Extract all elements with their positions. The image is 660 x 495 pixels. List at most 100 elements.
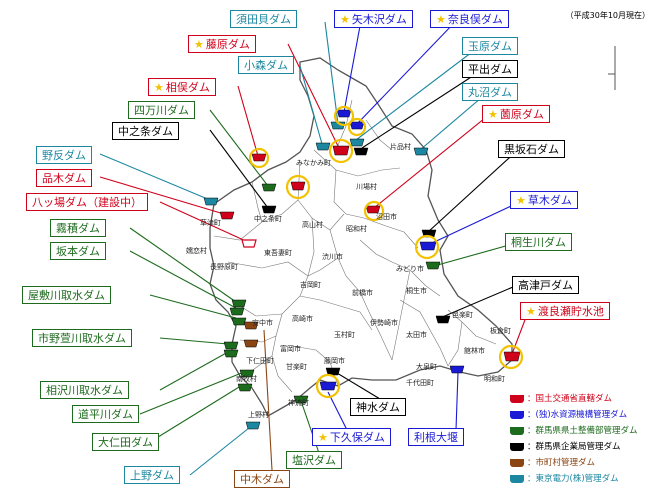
label-tamahara: 玉原ダム [462,37,518,55]
legend-swatch [510,458,524,467]
label-aizawagawa: 相沢川取水ダム [40,381,129,399]
label-takatsudo: 高津戸ダム [512,276,579,294]
label-kuroiwaishi: 黒坂石ダム [498,140,565,158]
label-shimantogawa: 四万川ダム [128,101,195,119]
legend-swatch [510,474,524,483]
label-marunuma: 丸沼ダム [462,83,518,101]
hiraide-marker [353,147,369,156]
fujiwara-marker [332,145,350,156]
muni-shibukawa: 渋川市 [322,253,343,261]
label-noritori: 野反ダム [36,146,92,164]
label-ojida: 大仁田ダム [92,433,159,451]
muni-kusatsu: 草津町 [200,219,221,227]
aimata-marker-2 [290,181,306,191]
sonohara-marker [365,205,381,214]
star-icon: ★ [488,108,498,121]
label-ueno: 上野ダム [124,466,180,484]
muni-isesaki: 伊勢崎市 [370,319,398,327]
takatsudo-marker [435,315,451,324]
label-sakamoto: 坂本ダム [50,242,106,260]
muni-ota: 太田市 [406,331,427,339]
naramata-marker [349,121,365,130]
muni-maebashi: 前橋市 [352,289,373,297]
legend-swatch [510,394,524,403]
ojida-marker [237,383,253,392]
muni-oizumi: 大泉町 [416,363,437,371]
label-watarase: ★渡良瀬貯水池 [520,302,610,320]
komori-marker [315,142,331,151]
label-michihiragawa: 道平川ダム [72,405,139,423]
legend-row-tepco: ：東京電力(株)管理ダム [510,471,658,487]
legend-swatch [510,410,524,419]
nakagi-marker [243,321,259,330]
sakamoto-marker [229,307,245,316]
noritori-marker [203,197,219,206]
muni-tsumagoi: 嬬恋村 [186,247,207,255]
label-sudagai: 須田貝ダム [230,10,297,28]
label-nakagi: 中木ダム [234,470,290,488]
date-note: （平成30年10月現在） [565,11,650,20]
muni-nanmoku: 南牧村 [236,375,257,383]
muni-minakami: みなかみ町 [296,159,331,167]
shimantogawa-marker [261,183,277,192]
nakanojo-marker [261,205,277,214]
label-hiraide: 平出ダム [462,60,518,78]
muni-takayama: 高山村 [302,221,323,229]
label-kusaki: ★草木ダム [510,191,578,209]
legend-swatch [510,426,524,435]
yanba-marker [241,239,257,248]
muni-takasaki: 高崎市 [292,315,313,323]
michihiragawa-marker [239,369,255,378]
kusaki-marker [419,241,437,251]
label-shiozawa: 塩沢ダム [286,451,342,469]
muni-ora: 邑楽町 [452,311,473,319]
north-arrow [608,46,616,90]
legend-row-municipal: ：市町村管理ダム [510,455,658,471]
muni-yoshioka: 吉岡町 [300,281,321,289]
muni-kanra: 甘楽町 [286,363,307,371]
star-icon: ★ [340,13,350,26]
muni-numata: 沼田市 [376,213,397,221]
muni-kawaba: 川場村 [356,183,377,191]
label-yashikigawa: 屋敷川取水ダム [22,286,111,304]
leader-lines [99,21,529,476]
muni-higashiagatsuma: 東吾妻町 [264,249,292,257]
star-icon: ★ [194,38,204,51]
kiryugawa-marker [425,261,441,270]
label-shinaki: 品木ダム [36,169,92,187]
label-aimata: ★相俣ダム [148,78,216,96]
muni-kamikawa: 神流町 [288,399,309,407]
star-icon: ★ [436,13,446,26]
label-tonedaiseki: 利根大堰 [408,428,464,446]
yagisawa-marker [336,109,352,118]
muni-naganohara: 長野原町 [210,263,238,271]
label-ichinosekawa: 市野萱川取水ダム [32,329,132,347]
shimokubo-marker [319,381,337,391]
legend-row-pref-enterprise: ：群馬県企業局管理ダム [510,439,658,455]
legend: ：国土交通省直轄ダム ：(独)水資源機構管理ダム ：群馬県県土整備部管理ダム ：… [510,391,658,487]
muni-tamamura: 玉村町 [334,331,355,339]
muni-itakura: 板倉町 [490,327,511,335]
label-nakanojo: 中之条ダム [112,122,179,140]
label-kirizumi: 霧積ダム [50,219,106,237]
muni-fujioka: 藤岡市 [324,357,345,365]
label-yanba: 八ッ場ダム（建設中） [26,193,148,211]
highlight-rings [248,105,524,399]
muni-uenomura: 上野村 [248,411,269,419]
muni-chiyoda: 千代田町 [406,379,434,387]
muni-nakanojo: 中之条町 [254,215,282,223]
shiozawa-marker [293,395,309,404]
municipal-boundaries [213,99,497,393]
ueno-marker [245,421,261,430]
star-icon: ★ [154,81,164,94]
aimata-marker [251,153,267,162]
label-komori: 小森ダム [238,56,294,74]
star-icon: ★ [516,194,526,207]
legend-row-mlit: ：国土交通省直轄ダム [510,391,658,407]
aizawagawa-marker [223,349,239,358]
label-kiryugawa: 桐生川ダム [505,233,572,251]
yashikigawa-marker [231,317,247,326]
watarase-marker [503,351,521,362]
